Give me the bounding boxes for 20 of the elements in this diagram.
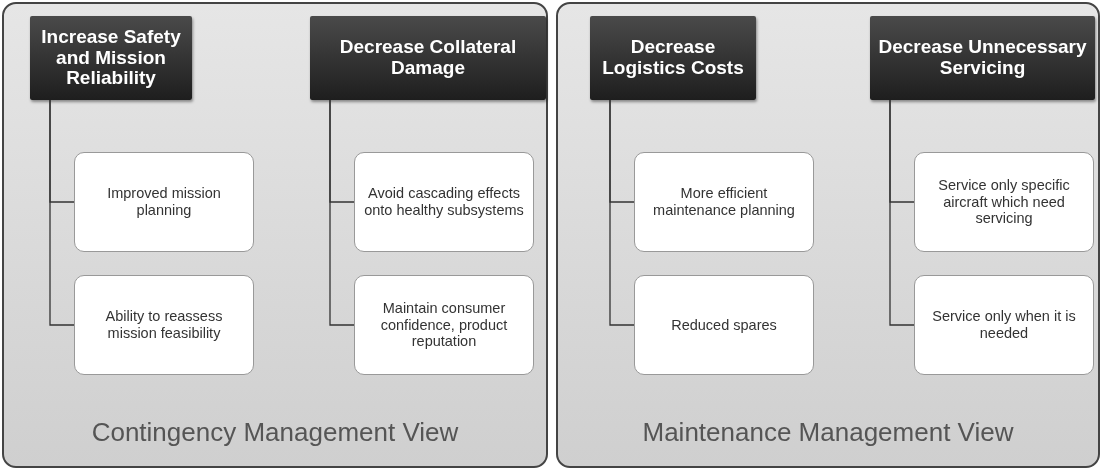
connector-line <box>889 99 915 326</box>
goal-header: Increase Safety and Mission Reliability <box>30 16 192 100</box>
connector-line <box>49 99 75 326</box>
benefit-box: Maintain consumer confidence, product reputation <box>354 275 534 375</box>
connector-line <box>329 99 355 326</box>
connector-line <box>609 99 635 326</box>
view-panel <box>556 2 1100 468</box>
panel-title: Contingency Management View <box>90 417 460 448</box>
benefit-box: Avoid cascading effects onto healthy subsystems <box>354 152 534 252</box>
benefit-box: Reduced spares <box>634 275 814 375</box>
benefit-box: Improved mission planning <box>74 152 254 252</box>
benefit-box: Ability to reassess mission feasibility <box>74 275 254 375</box>
goal-header: Decrease Logistics Costs <box>590 16 756 100</box>
goal-header: Decrease Collateral Damage <box>310 16 546 100</box>
panel-title: Maintenance Management View <box>641 417 1015 448</box>
view-panel <box>2 2 548 468</box>
benefit-box: More efficient maintenance planning <box>634 152 814 252</box>
benefit-box: Service only when it is needed <box>914 275 1094 375</box>
benefit-box: Service only specific aircraft which need servicing <box>914 152 1094 252</box>
goal-header: Decrease Unnecessary Servicing <box>870 16 1095 100</box>
